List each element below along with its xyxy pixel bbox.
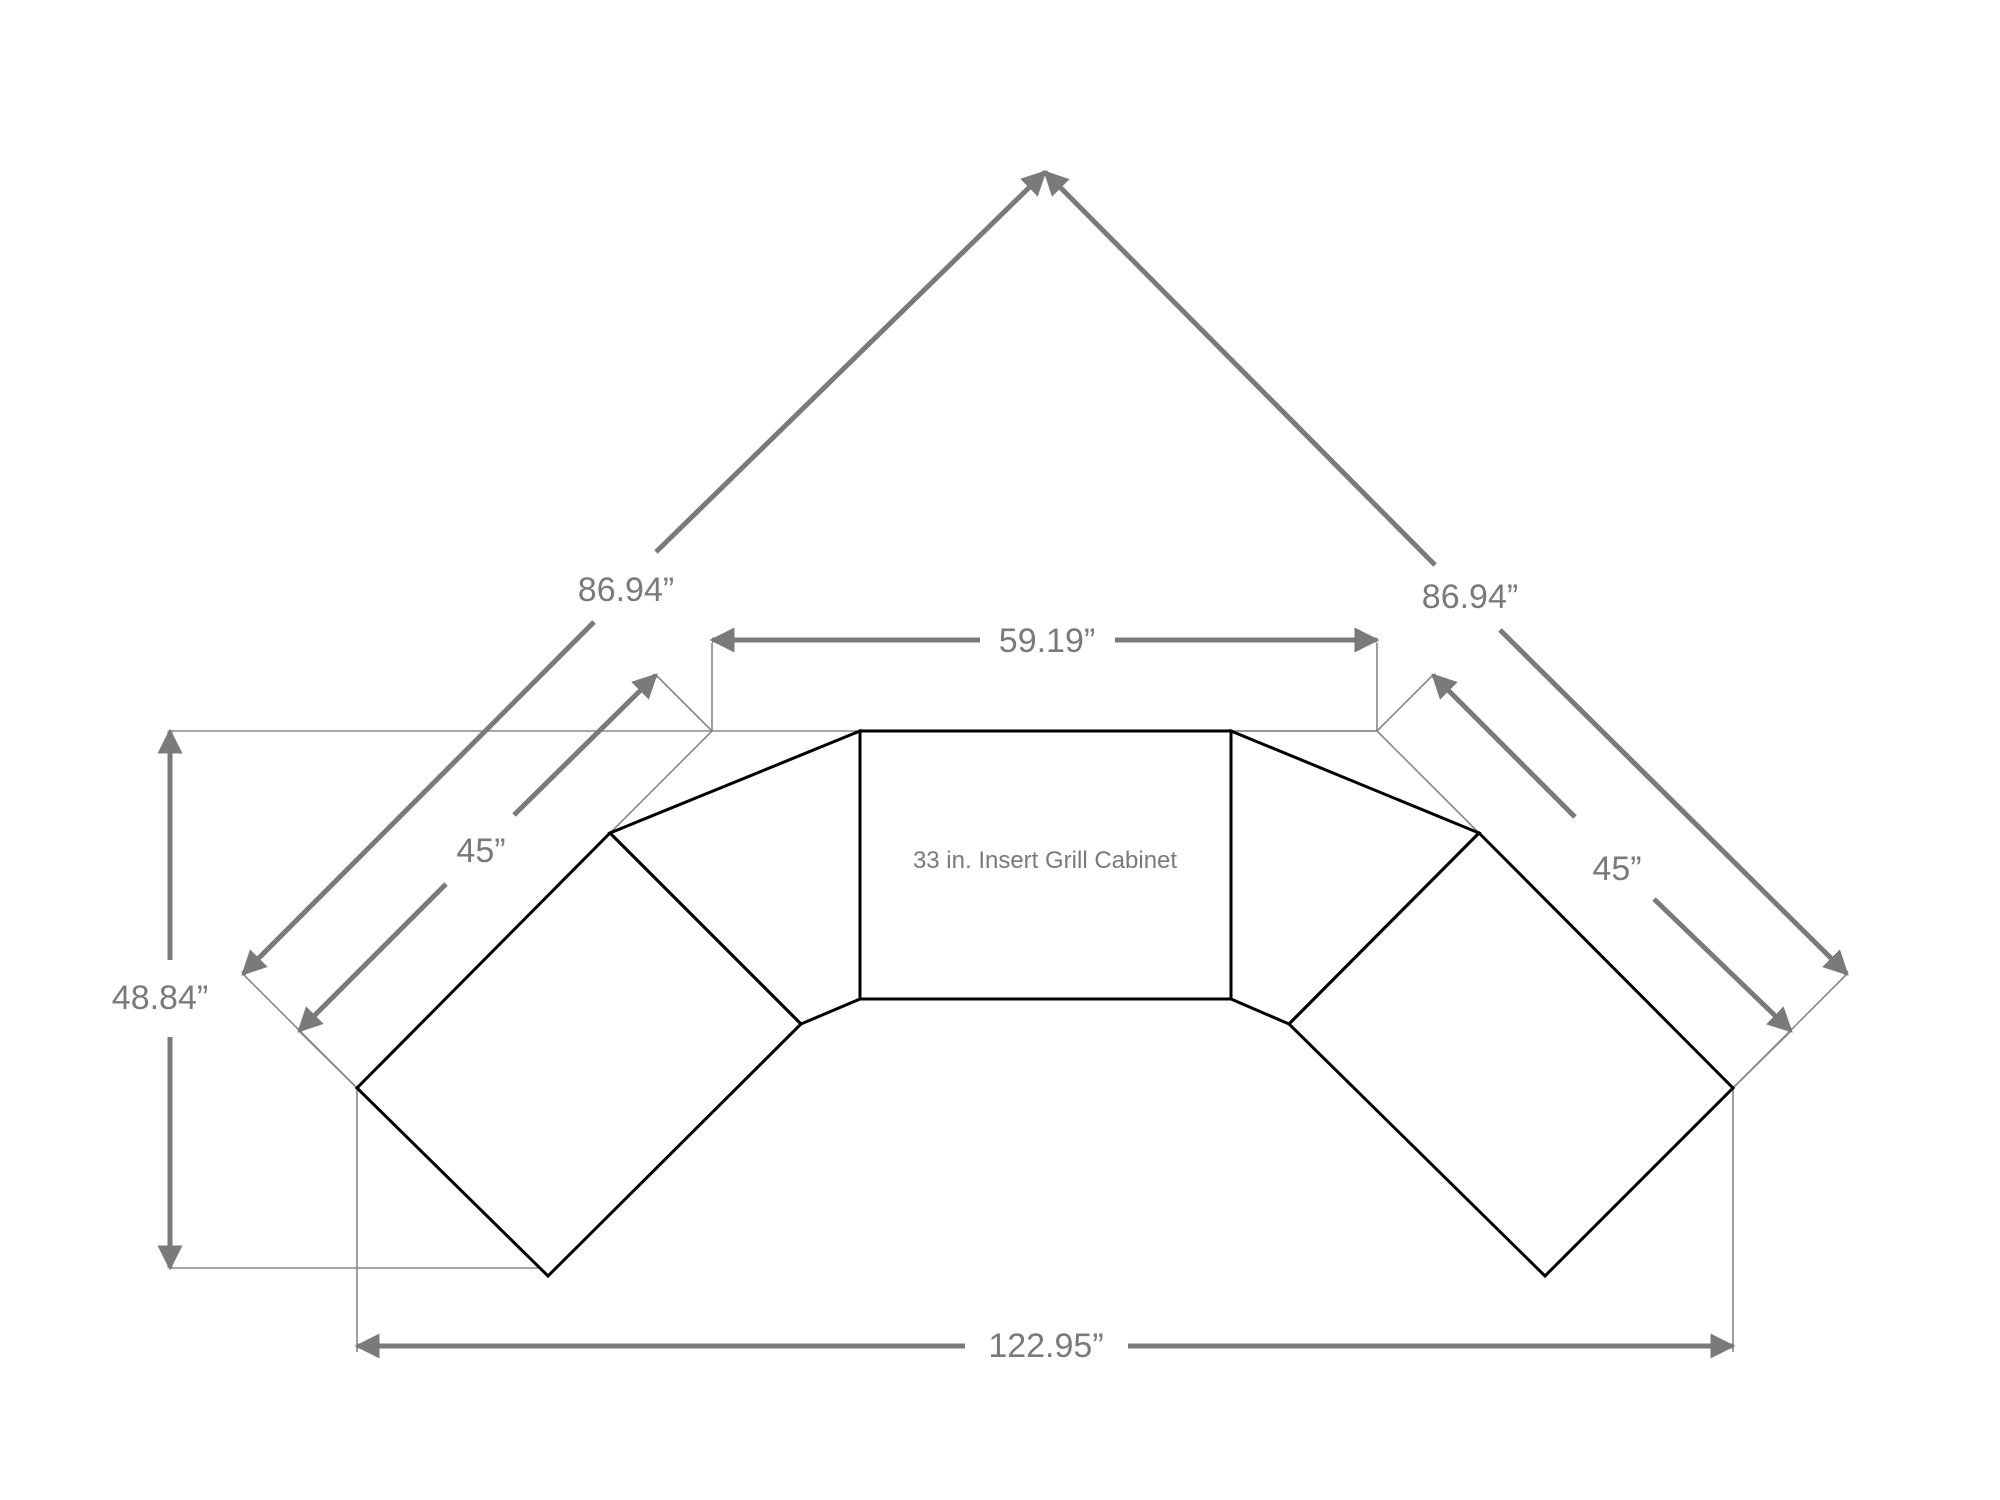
right-depth-dim-lower [1652, 897, 1793, 1033]
overall-depth-label: 48.84” [112, 979, 208, 1017]
left-diagonal-dim-lower [241, 620, 596, 976]
right-diagonal-dim-lower [1498, 628, 1849, 976]
right-depth-label: 45” [1592, 850, 1641, 888]
left-depth-dim-lower [297, 882, 448, 1033]
left-filler-outline [607, 728, 862, 1026]
dimension-lines [157, 170, 1849, 1359]
right-diagonal-label: 86.94” [1422, 578, 1518, 616]
left-corner-cabinet-outline [354, 830, 804, 1279]
left-diagonal-label: 86.94” [578, 571, 674, 609]
left-depth-label: 45” [456, 832, 505, 870]
center-width-label: 59.19” [999, 622, 1095, 660]
left-diagonal-dim-upper [654, 170, 1047, 554]
extension-lines [170, 643, 1848, 1352]
right-corner-cabinet-outline [1286, 830, 1736, 1279]
cabinet-outlines [354, 728, 1736, 1279]
right-diagonal-dim-upper [1043, 170, 1437, 567]
overall-width-label: 122.95” [988, 1327, 1103, 1365]
center-cabinet-label: 33 in. Insert Grill Cabinet [913, 847, 1177, 874]
right-filler-outline [1229, 728, 1482, 1026]
dimension-labels: 86.94” 86.94” 59.19” 45” 45” 48.84” 122.… [112, 571, 1642, 1365]
left-depth-dim-upper [512, 673, 658, 817]
right-depth-dim-upper [1431, 673, 1577, 819]
